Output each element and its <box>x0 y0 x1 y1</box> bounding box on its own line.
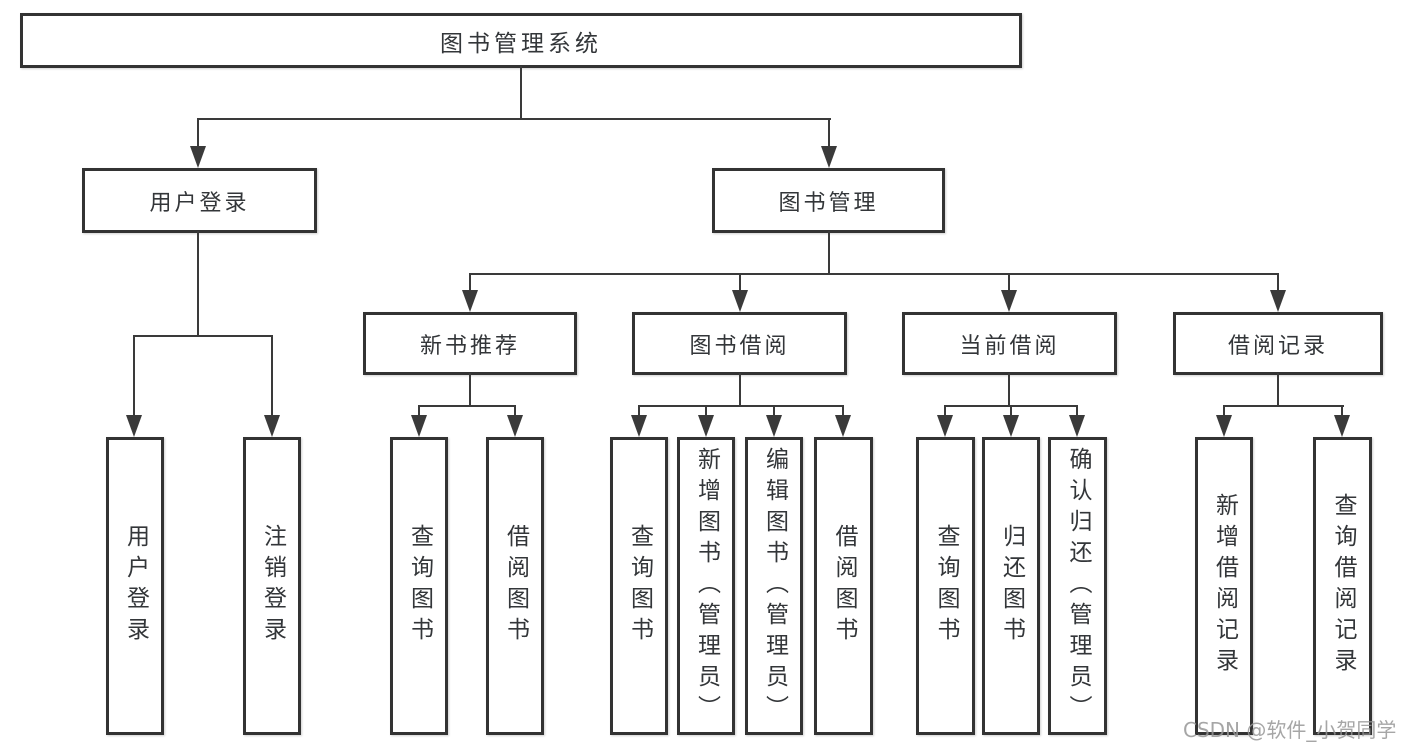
arrow-down-icon <box>1216 415 1232 437</box>
leaf-label: 查询图书 <box>406 524 433 648</box>
node-label: 图书管理系统 <box>440 30 602 57</box>
connector-shaft <box>418 405 420 417</box>
connector-login-stem <box>197 231 199 335</box>
leaf-label: 确认归还（管理员） <box>1065 446 1091 726</box>
arrow-down-icon <box>264 415 280 437</box>
leaf-edit-books-admin: 编辑图书（管理员） <box>745 437 803 735</box>
arrow-down-icon <box>507 415 523 437</box>
node-book-management: 图书管理 <box>712 168 945 233</box>
node-new-book-recommend: 新书推荐 <box>363 312 577 375</box>
connector-stem <box>739 373 741 406</box>
leaf-label: 编辑图书（管理员） <box>761 446 788 726</box>
connector-stem <box>469 373 471 406</box>
connector-split-borrow <box>638 405 844 407</box>
leaf-label: 归还图书 <box>998 524 1025 648</box>
arrow-down-icon <box>126 415 142 437</box>
node-current-borrowing: 当前借阅 <box>902 312 1117 375</box>
leaf-label: 查询借阅记录 <box>1330 493 1356 679</box>
connector-shaft <box>271 335 273 417</box>
connector-split-level2 <box>197 118 831 120</box>
connector-split-records <box>1223 405 1344 407</box>
arrow-down-icon <box>698 415 714 437</box>
connector-shaft <box>638 405 640 417</box>
node-book-borrowing: 图书借阅 <box>632 312 847 375</box>
leaf-user-login: 用户登录 <box>106 437 164 735</box>
leaf-add-books-admin: 新增图书（管理员） <box>677 437 735 735</box>
arrow-down-icon <box>631 415 647 437</box>
leaf-label: 查询图书 <box>626 524 653 648</box>
leaf-logout: 注销登录 <box>243 437 301 735</box>
leaf-add-borrow-record: 新增借阅记录 <box>1195 437 1253 735</box>
connector-shaft <box>133 335 135 417</box>
connector-shaft <box>773 405 775 417</box>
arrow-down-icon <box>937 415 953 437</box>
node-borrowing-records: 借阅记录 <box>1173 312 1383 375</box>
connector-split-login <box>133 335 273 337</box>
connector-mgmt-stem <box>828 231 830 273</box>
connector-shaft <box>1076 405 1078 417</box>
arrow-down-icon <box>411 415 427 437</box>
connector-shaft <box>842 405 844 417</box>
node-user-login: 用户登录 <box>82 168 317 233</box>
arrow-down-icon <box>1003 415 1019 437</box>
connector-shaft <box>1010 405 1012 417</box>
leaf-label: 注销登录 <box>259 524 286 648</box>
connector-shaft <box>1223 405 1225 417</box>
connector-split-level3 <box>469 273 1279 275</box>
arrow-down-icon <box>1270 290 1286 312</box>
arrow-down-icon <box>1069 415 1085 437</box>
leaf-query-books-current: 查询图书 <box>916 437 975 735</box>
connector-split-newrec <box>418 405 516 407</box>
connector-shaft <box>1277 273 1279 293</box>
leaf-label: 查询图书 <box>933 524 959 648</box>
node-book-management-system: 图书管理系统 <box>20 13 1022 68</box>
connector-shaft <box>197 118 199 148</box>
node-label: 当前借阅 <box>959 333 1060 359</box>
leaf-borrow-books: 借阅图书 <box>814 437 873 735</box>
connector-shaft <box>1008 273 1010 293</box>
arrow-down-icon <box>1334 415 1350 437</box>
leaf-label: 借阅图书 <box>831 524 857 648</box>
node-label: 新书推荐 <box>419 333 520 359</box>
arrow-down-icon <box>835 415 851 437</box>
connector-shaft <box>1341 405 1343 417</box>
arrow-down-icon <box>766 415 782 437</box>
node-label: 借阅记录 <box>1227 333 1328 359</box>
arrow-down-icon <box>732 290 748 312</box>
leaf-query-books-recommend: 查询图书 <box>390 437 448 735</box>
connector-shaft <box>739 273 741 293</box>
csdn-watermark: CSDN @软件_小贺同学 <box>1183 718 1397 742</box>
connector-shaft <box>828 118 830 148</box>
connector-stem <box>1277 373 1279 406</box>
connector-shaft <box>514 405 516 417</box>
node-label: 用户登录 <box>149 190 250 216</box>
arrow-down-icon <box>190 146 206 168</box>
connector-shaft <box>944 405 946 417</box>
arrow-down-icon <box>821 146 837 168</box>
connector-shaft <box>469 273 471 293</box>
leaf-label: 新增借阅记录 <box>1211 493 1238 679</box>
leaf-query-borrow-record: 查询借阅记录 <box>1313 437 1372 735</box>
connector-root-stem <box>520 66 522 118</box>
leaf-borrow-books-recommend: 借阅图书 <box>486 437 544 735</box>
node-label: 图书管理 <box>778 190 879 216</box>
arrow-down-icon <box>462 290 478 312</box>
leaf-query-books-borrow: 查询图书 <box>610 437 668 735</box>
arrow-down-icon <box>1001 290 1017 312</box>
leaf-label: 借阅图书 <box>502 524 529 648</box>
leaf-label: 新增图书（管理员） <box>693 446 720 726</box>
node-label: 图书借阅 <box>689 333 790 359</box>
leaf-confirm-return-admin: 确认归还（管理员） <box>1048 437 1107 735</box>
leaf-label: 用户登录 <box>122 524 149 648</box>
leaf-return-books: 归还图书 <box>982 437 1040 735</box>
connector-stem <box>1008 373 1010 406</box>
connector-shaft <box>705 405 707 417</box>
